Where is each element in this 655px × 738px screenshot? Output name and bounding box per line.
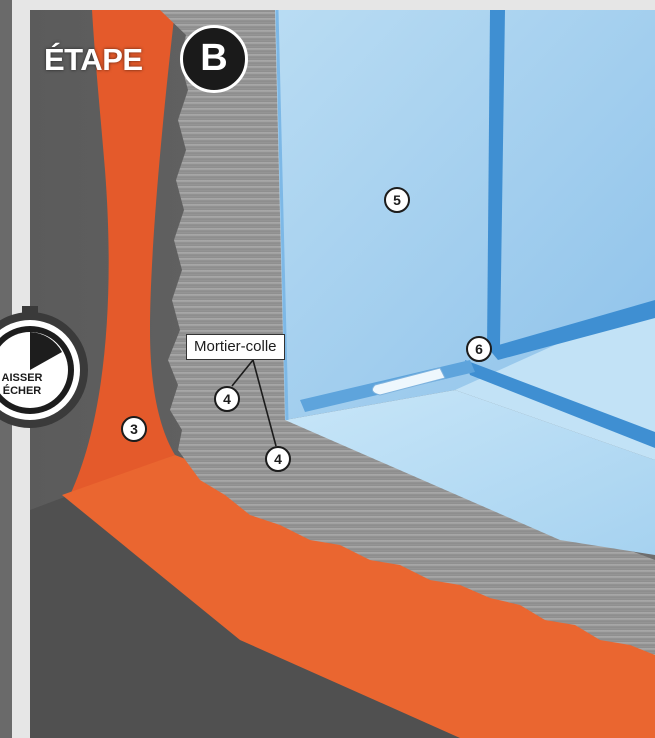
callout-4-wall: 4 — [214, 386, 240, 412]
step-badge: B — [180, 25, 248, 93]
callout-5: 5 — [384, 187, 410, 213]
callout-6: 6 — [466, 336, 492, 362]
timer-label-line1: AISSER — [0, 372, 44, 385]
timer-label-line2: ÉCHER — [0, 385, 44, 398]
mortar-label: Mortier-colle — [186, 334, 285, 360]
timer-button — [22, 306, 38, 316]
callout-3: 3 — [121, 416, 147, 442]
timer-label: AISSER ÉCHER — [0, 372, 44, 398]
callout-4-floor: 4 — [265, 446, 291, 472]
step-title: ÉTAPE — [44, 42, 143, 78]
